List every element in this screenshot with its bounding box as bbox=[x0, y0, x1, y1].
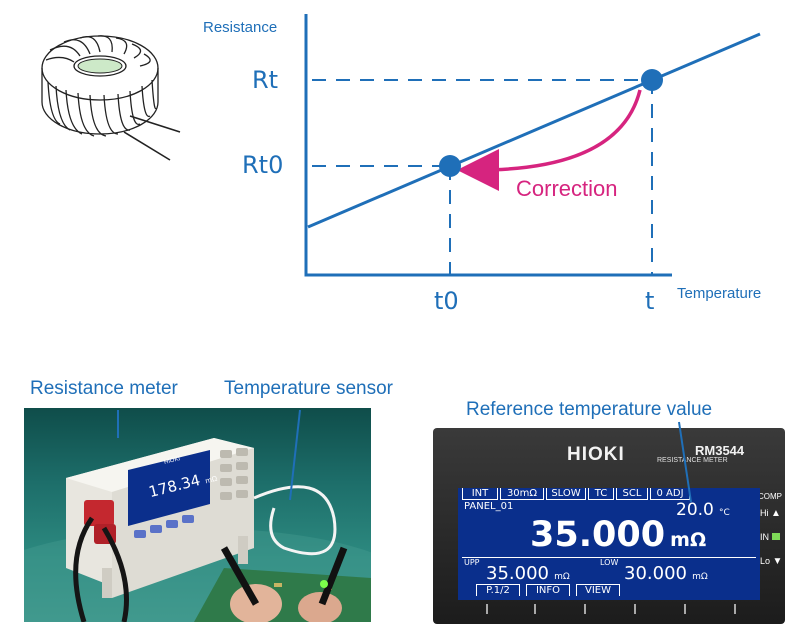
correction-arrow bbox=[457, 89, 642, 191]
comp-hi: Hi ▲ bbox=[760, 508, 781, 519]
lcd-main-unit: mΩ bbox=[670, 529, 707, 551]
guide-lines bbox=[312, 79, 653, 275]
lcd-main-value: 35.000 bbox=[530, 515, 666, 555]
lcd-button-view[interactable]: VIEW bbox=[576, 584, 620, 596]
graph-axes bbox=[304, 14, 672, 277]
caption-temperature-sensor: Temperature sensor bbox=[224, 378, 393, 399]
comp-in-led-icon bbox=[771, 533, 780, 540]
comp-in: IN bbox=[760, 532, 780, 542]
lcd-tab-scl: SCL bbox=[616, 488, 648, 500]
lcd-main-reading: 35.000 mΩ bbox=[530, 515, 706, 555]
lcd-tab-int: INT bbox=[462, 488, 498, 500]
x-label-t: t bbox=[645, 287, 655, 315]
reference-temperature-pointer bbox=[678, 421, 692, 503]
photo-reading-unit: mΩ bbox=[204, 474, 219, 486]
comp-lo-label: Lo bbox=[760, 556, 771, 566]
lcd-temperature-unit: °C bbox=[718, 508, 730, 518]
lcd-upp-label: UPP bbox=[464, 558, 480, 567]
lcd-button-info[interactable]: INFO bbox=[526, 584, 570, 596]
comp-title: COMP bbox=[758, 492, 782, 501]
lcd-upp-unit: mΩ bbox=[554, 572, 570, 582]
comp-in-label: IN bbox=[760, 532, 769, 542]
lcd-screen: INT 30mΩ SLOW TC SCL 0 ADJ PANEL_01 20.0… bbox=[458, 488, 760, 600]
lcd-model-sub: RESISTANCE METER bbox=[657, 457, 728, 464]
meter-photo: HIOKI 178.34 mΩ bbox=[24, 408, 371, 622]
lcd-model: RM3544 bbox=[695, 443, 745, 458]
y-label-rt0: Rt0 bbox=[242, 151, 284, 179]
toroid-coil-illustration bbox=[41, 35, 181, 161]
comp-lo-triangle-icon: ▼ bbox=[772, 556, 783, 567]
trend-line bbox=[307, 32, 761, 229]
lcd-upp-value: 35.000 bbox=[486, 563, 549, 584]
lcd-button-page[interactable]: P.1/2 bbox=[476, 584, 520, 596]
x-label-t0: t0 bbox=[434, 287, 459, 315]
lcd-tab-range: 30mΩ bbox=[500, 488, 544, 500]
lcd-tab-speed: SLOW bbox=[546, 488, 586, 500]
comp-hi-triangle-icon: ▲ bbox=[771, 508, 781, 519]
lcd-low-label: LOW bbox=[600, 558, 619, 567]
lcd-low-unit: mΩ bbox=[692, 572, 708, 582]
lcd-temperature-value: 20.0 bbox=[676, 500, 714, 520]
x-axis-title: Temperature bbox=[677, 285, 762, 302]
point-rt0 bbox=[439, 155, 461, 177]
lcd-function-key-ticks bbox=[486, 604, 736, 614]
lcd-panel-name: PANEL_01 bbox=[464, 501, 514, 512]
caption-resistance-meter: Resistance meter bbox=[30, 378, 178, 399]
y-label-rt: Rt bbox=[252, 66, 279, 94]
comp-panel: COMP Hi ▲ IN Lo ▼ bbox=[758, 492, 784, 578]
lcd-temperature: 20.0 °C bbox=[676, 500, 730, 520]
correction-label: Correction bbox=[516, 176, 618, 201]
lcd-brand: HIOKI bbox=[567, 444, 625, 465]
point-rt bbox=[641, 69, 663, 91]
comp-lo: Lo ▼ bbox=[760, 556, 782, 567]
lcd-upp: 35.000 mΩ bbox=[486, 563, 570, 584]
y-axis-title: Resistance bbox=[203, 19, 278, 36]
lcd-low: 30.000 mΩ bbox=[624, 563, 708, 584]
caption-reference-temperature: Reference temperature value bbox=[466, 399, 713, 420]
comp-hi-label: Hi bbox=[760, 508, 769, 518]
lcd-divider bbox=[462, 557, 756, 558]
lcd-tab-tc: TC bbox=[588, 488, 614, 500]
lcd-low-value: 30.000 bbox=[624, 563, 687, 584]
resistance-temperature-graph bbox=[304, 14, 761, 277]
